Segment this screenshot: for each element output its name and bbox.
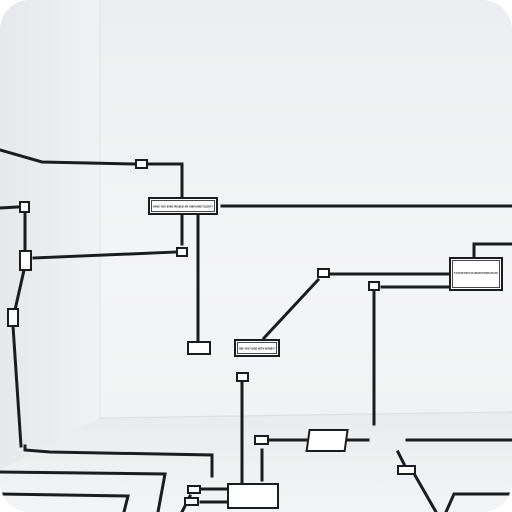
flowchart-nodes xyxy=(7,159,416,509)
left-wall xyxy=(0,0,100,470)
node-left-upper xyxy=(19,201,30,213)
node-floor-c xyxy=(184,497,199,506)
flowchart-lines xyxy=(0,148,512,512)
node-floor-d xyxy=(397,465,416,475)
node-center-low xyxy=(236,372,249,382)
node-floor-a xyxy=(254,435,269,445)
floor-edge xyxy=(99,411,512,419)
node-center-upper xyxy=(317,268,330,278)
node-left-low xyxy=(7,308,19,327)
question-center-text: ARE YOU GOOD WITH MONEY? xyxy=(239,347,275,351)
node-floor-center xyxy=(227,483,279,509)
node-left-mid xyxy=(19,250,32,271)
question-box-left: HAVE YOU EVER MISSED AN AIRPLANE FLIGHT? xyxy=(148,197,218,215)
node-center-left xyxy=(187,341,211,355)
question-left-text: HAVE YOU EVER MISSED AN AIRPLANE FLIGHT? xyxy=(153,205,213,209)
floor xyxy=(0,412,512,512)
question-box-center: ARE YOU GOOD WITH MONEY? xyxy=(234,339,280,357)
question-box-right: IF YOU HAD THE CHANCE TO PICK A NEW NAME… xyxy=(449,257,503,291)
node-floor-b xyxy=(187,485,201,494)
node-right-small xyxy=(368,281,380,291)
node-top-left xyxy=(135,159,148,169)
node-below-left-box xyxy=(176,247,188,257)
node-floor-big xyxy=(305,429,349,452)
question-right-text: IF YOU HAD THE CHANCE TO PICK A NEW NAME… xyxy=(454,271,498,275)
